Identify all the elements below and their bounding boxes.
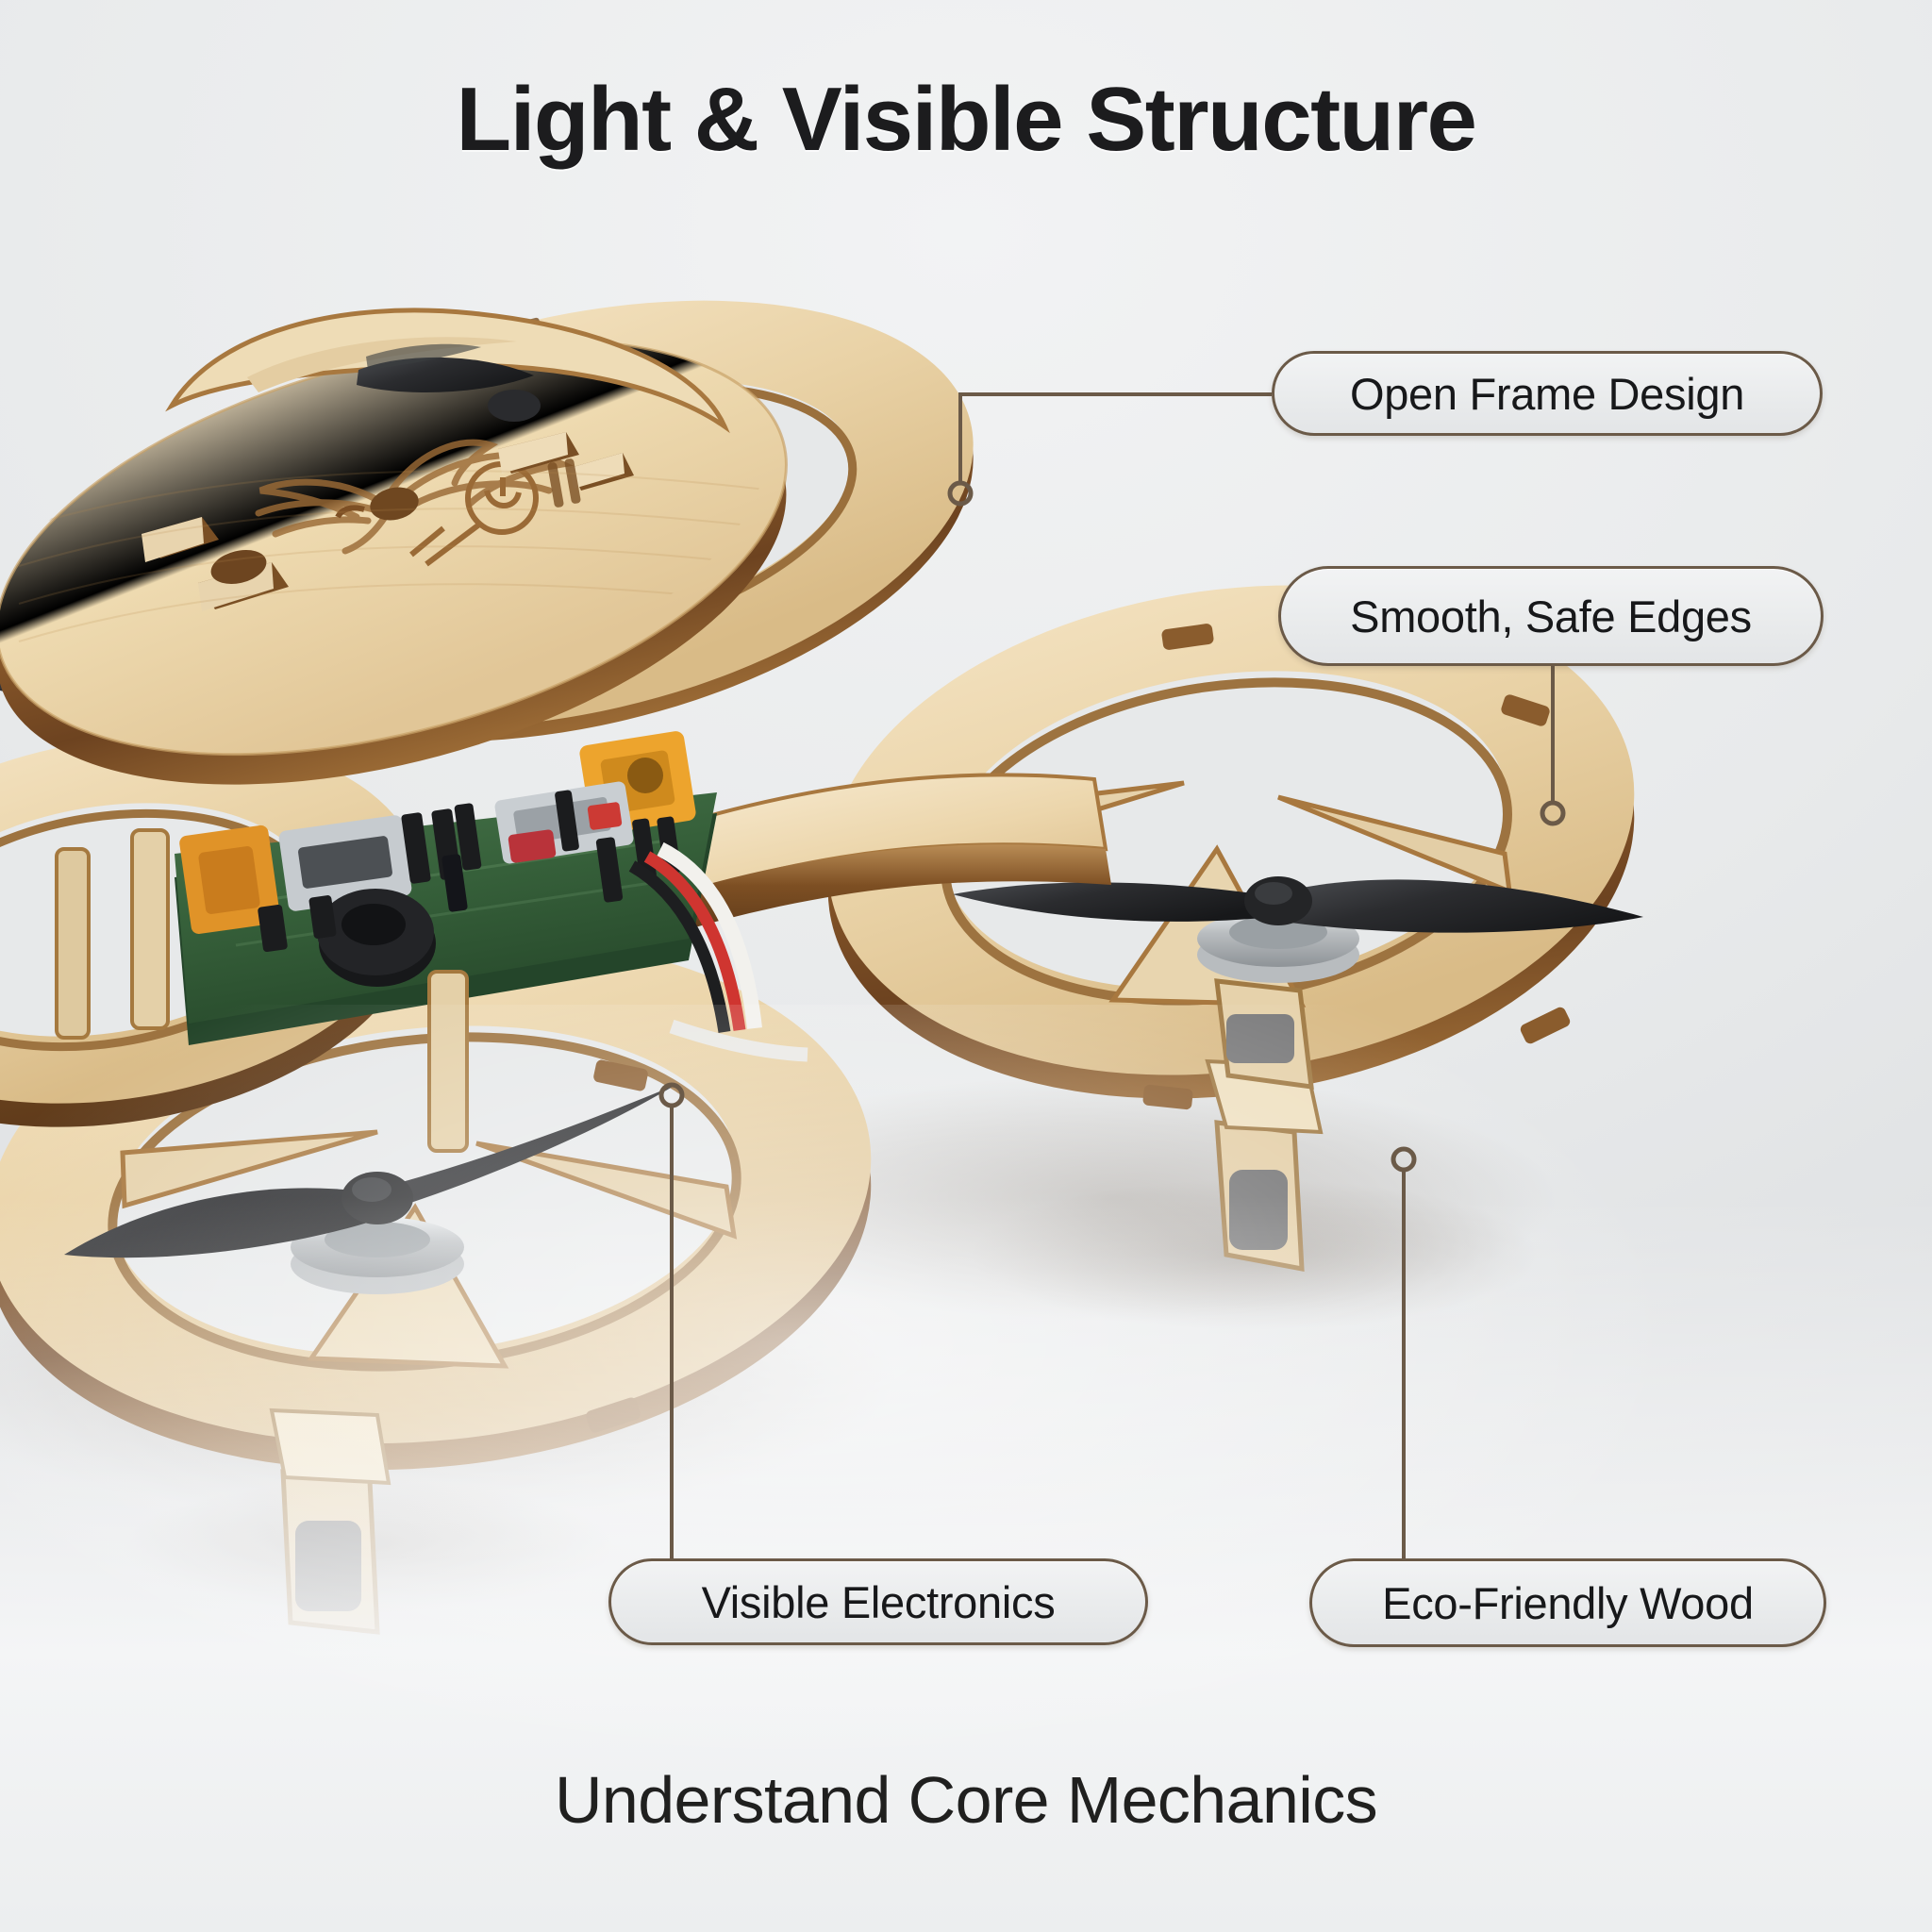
callout-open-frame[interactable]: Open Frame Design	[1272, 351, 1823, 436]
callout-smooth-edges[interactable]: Smooth, Safe Edges	[1278, 566, 1824, 666]
callout-smooth-edges-label: Smooth, Safe Edges	[1350, 591, 1752, 641]
page-title: Light & Visible Structure	[456, 69, 1477, 170]
callout-eco-wood-label: Eco-Friendly Wood	[1382, 1577, 1754, 1628]
callout-visible-electronics-label: Visible Electronics	[701, 1576, 1056, 1627]
surface-highlight	[0, 1004, 1932, 1894]
callout-visible-electronics[interactable]: Visible Electronics	[608, 1558, 1148, 1645]
callout-open-frame-label: Open Frame Design	[1349, 368, 1745, 419]
callout-eco-wood[interactable]: Eco-Friendly Wood	[1309, 1558, 1826, 1647]
page-caption: Understand Core Mechanics	[554, 1763, 1378, 1837]
